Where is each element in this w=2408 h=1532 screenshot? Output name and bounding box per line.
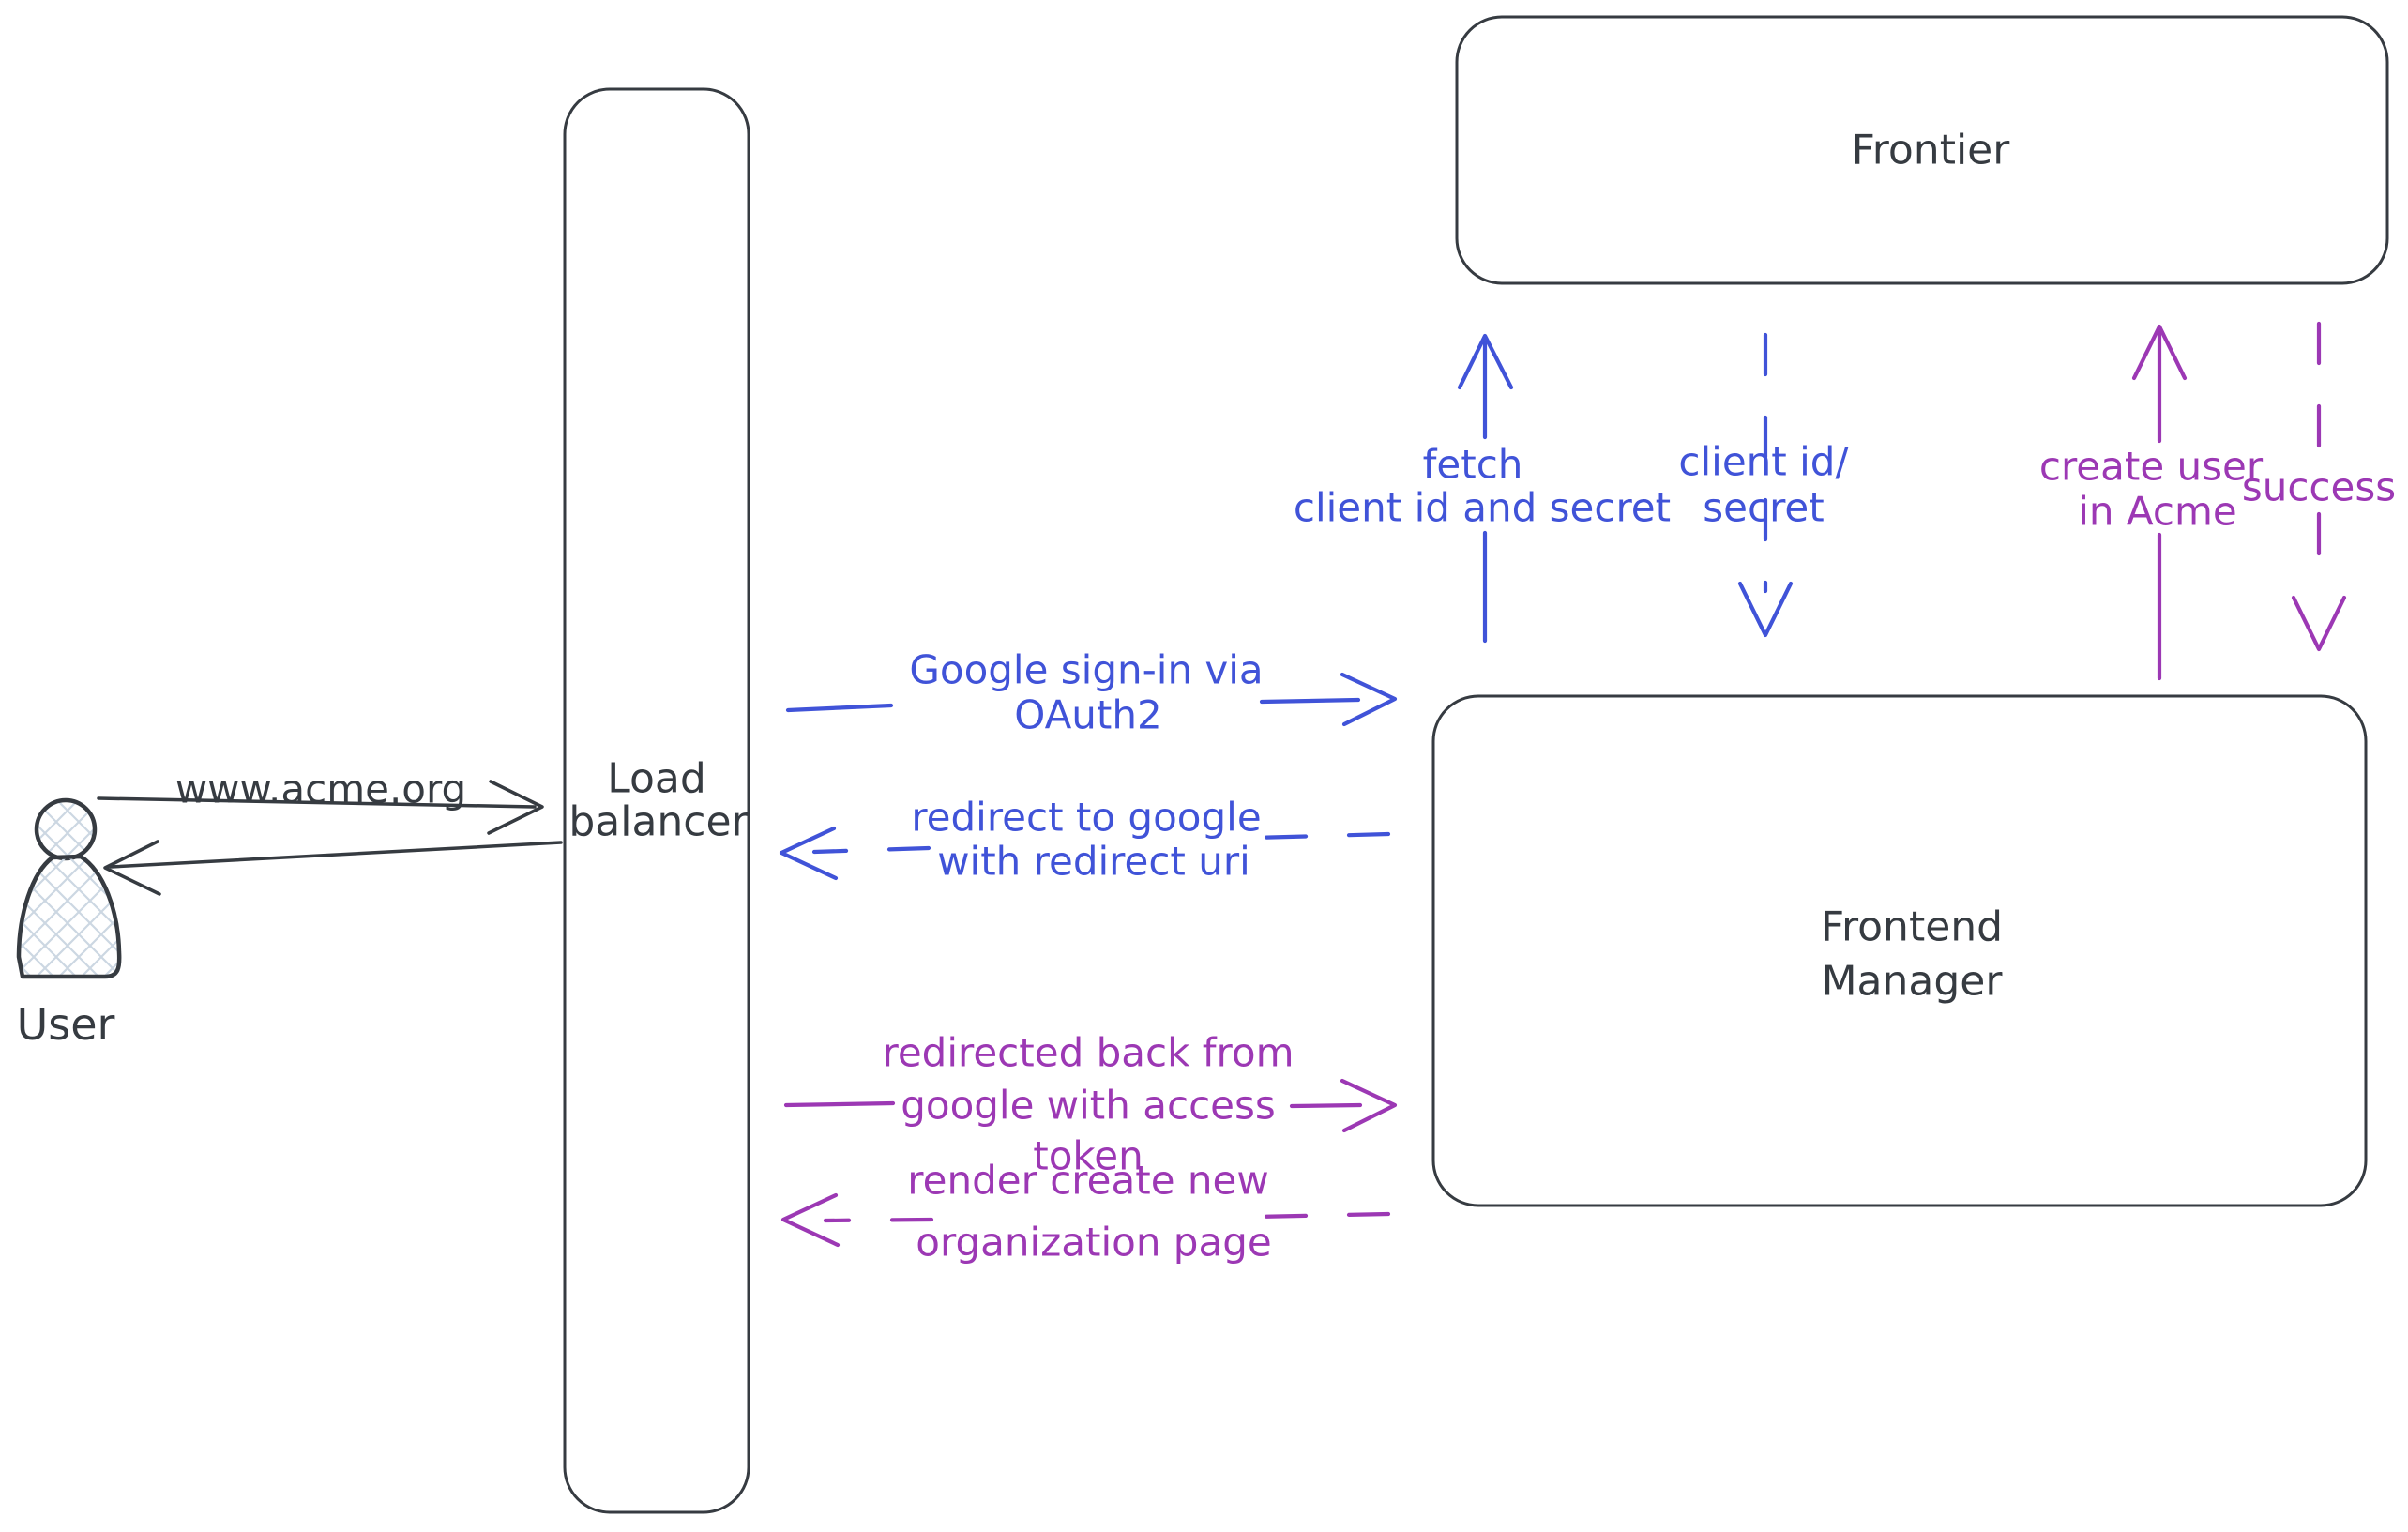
arrow-create-user-label-line2: in Acme [2078,489,2236,535]
arrow-lb-user-response-head [103,840,161,896]
load-balancer-label-line2: balancer [568,798,749,846]
arrow-success: success [2242,321,2396,652]
arrow-success-label: success [2242,464,2396,510]
arrow-redirected-back-label-line3: token [1033,1133,1143,1179]
arrow-redirected-back-line-left [783,1100,896,1108]
arrow-google-signin-label-line1: Google sign-in via [909,647,1263,693]
load-balancer-label-line1: Load [607,755,706,803]
person-icon-head [34,797,98,861]
load-balancer-box: Load balancer [563,87,750,1514]
arrow-success-head [2291,595,2347,652]
frontend-manager-label-line2: Manager [1822,958,2004,1006]
arrow-redirect-google-label-line2: with redirect uri [937,839,1250,885]
arrow-lb-user-response-line [109,841,563,869]
arrow-fetch-client-label-line1: fetch [1423,442,1523,488]
arrow-render-org-page-label-line2: organization page [916,1220,1271,1266]
arrow-create-user: create user in Acme [2039,324,2264,681]
arrow-render-org-page-line-left [823,1217,934,1223]
arrow-create-user-head [2131,324,2188,381]
arrow-redirected-back: redirected back from google with access … [783,1030,1398,1179]
arrow-redirect-google-label-line1: redirect to google [911,795,1261,841]
arrow-google-signin: Google sign-in via OAuth2 [785,647,1398,738]
user-actor: User [16,797,122,1050]
arrow-redirected-back-head [1340,1078,1398,1133]
arrow-google-signin-head [1340,672,1398,727]
frontend-manager-rect [1431,694,2368,1207]
frontend-manager-label-line1: Frontend [1821,903,2003,951]
user-label: User [17,999,115,1050]
arrow-redirect-google-head [779,826,839,881]
arrow-google-signin-label-line2: OAuth2 [1014,692,1161,738]
arrow-www-acme-line [97,796,537,809]
arrow-client-id-secret-label-line1: client id/ [1678,439,1849,485]
arrow-redirect-google-line-right [1252,831,1391,841]
arrow-render-org-page: render create new organization page [780,1158,1391,1266]
arrow-render-org-page-head [780,1192,841,1248]
arrow-client-id-secret-label-line2: secret [1703,485,1824,531]
arrow-client-id-secret: client id/ secret [1678,332,1849,638]
arrow-www-acme-head [487,780,544,835]
frontier-rect [1455,15,2389,285]
arrow-redirected-back-line-right [1289,1102,1363,1109]
arrow-fetch-client: fetch client id and secret [1294,333,1671,644]
arrow-www-acme: www.acme.org [97,766,544,835]
arrow-render-org-page-line-right [1254,1211,1391,1220]
arrow-create-user-label-line1: create user [2039,444,2264,490]
arrow-redirected-back-label-line2: google with access [901,1083,1276,1129]
arrow-redirected-back-label-line1: redirected back from [882,1030,1294,1076]
arrow-google-signin-line-right [1259,697,1361,705]
arrow-fetch-client-head [1457,333,1514,390]
arrow-google-signin-line-left [785,703,894,713]
frontier-label: Frontier [1852,127,2011,174]
person-icon-body [16,854,122,979]
arrow-client-id-secret-head [1737,581,1794,638]
arrow-www-acme-label: www.acme.org [175,766,466,812]
frontend-manager-box: Frontend Manager [1431,694,2368,1207]
load-balancer-rect [563,87,750,1514]
frontier-box: Frontier [1455,15,2389,285]
arrow-lb-user-response [103,840,563,896]
arrow-redirect-google-line-left [811,845,931,855]
arrow-render-org-page-label-line1: render create new [907,1158,1268,1204]
arrow-fetch-client-label-line2: client id and secret [1294,485,1671,531]
arrow-redirect-google: redirect to google with redirect uri [779,795,1391,885]
